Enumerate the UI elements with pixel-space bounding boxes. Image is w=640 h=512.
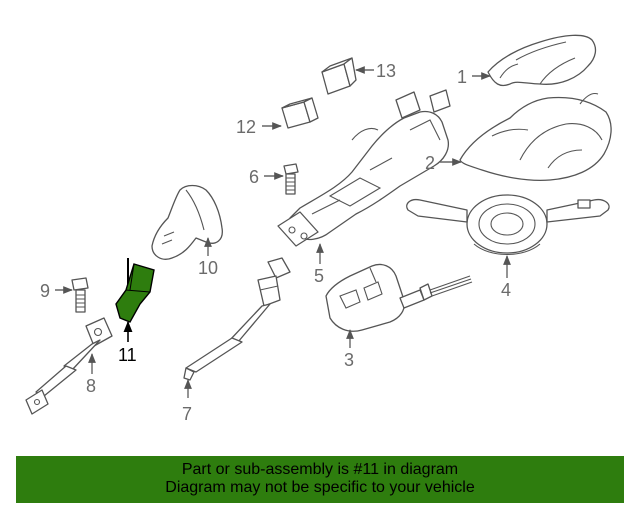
callout-8: 8 — [86, 376, 96, 396]
banner-line-part: Part or sub-assembly is #11 in diagram — [181, 461, 459, 478]
part-8-intermediate-shaft — [25, 317, 113, 415]
part-3-ignition-switch — [325, 263, 473, 332]
callout-9: 9 — [40, 281, 50, 301]
callout-13: 13 — [376, 61, 396, 81]
part-6-bolt — [283, 163, 299, 195]
part-12-module — [281, 97, 319, 129]
callout-3: 3 — [344, 350, 354, 370]
callout-6: 6 — [249, 167, 259, 187]
part-4-clock-spring — [406, 194, 610, 255]
callout-11: 11 — [118, 345, 137, 365]
callout-7: 7 — [182, 404, 192, 424]
callout-4: 4 — [501, 280, 511, 300]
part-info-banner: Part or sub-assembly is #11 in diagram D… — [16, 456, 624, 503]
callout-12: 12 — [236, 117, 256, 137]
part-2-lower-cover — [459, 92, 612, 182]
part-5-steering-column — [277, 89, 451, 247]
part-11-highlighted — [115, 258, 155, 323]
callout-2: 2 — [425, 153, 435, 173]
callout-1: 1 — [457, 67, 467, 87]
callout-5: 5 — [314, 266, 324, 286]
part-10-boot-seal — [151, 184, 223, 260]
part-1-upper-cover — [487, 34, 597, 87]
part-9-bolt — [71, 277, 89, 313]
leader-lines — [55, 66, 511, 398]
callout-10: 10 — [198, 258, 218, 278]
part-13-module — [321, 57, 357, 95]
banner-line-disclaimer: Diagram may not be specific to your vehi… — [165, 479, 475, 496]
parts-diagram: 1 2 3 4 5 6 7 8 9 10 11 12 13 — [25, 34, 612, 424]
part-7-lower-shaft — [183, 257, 291, 381]
